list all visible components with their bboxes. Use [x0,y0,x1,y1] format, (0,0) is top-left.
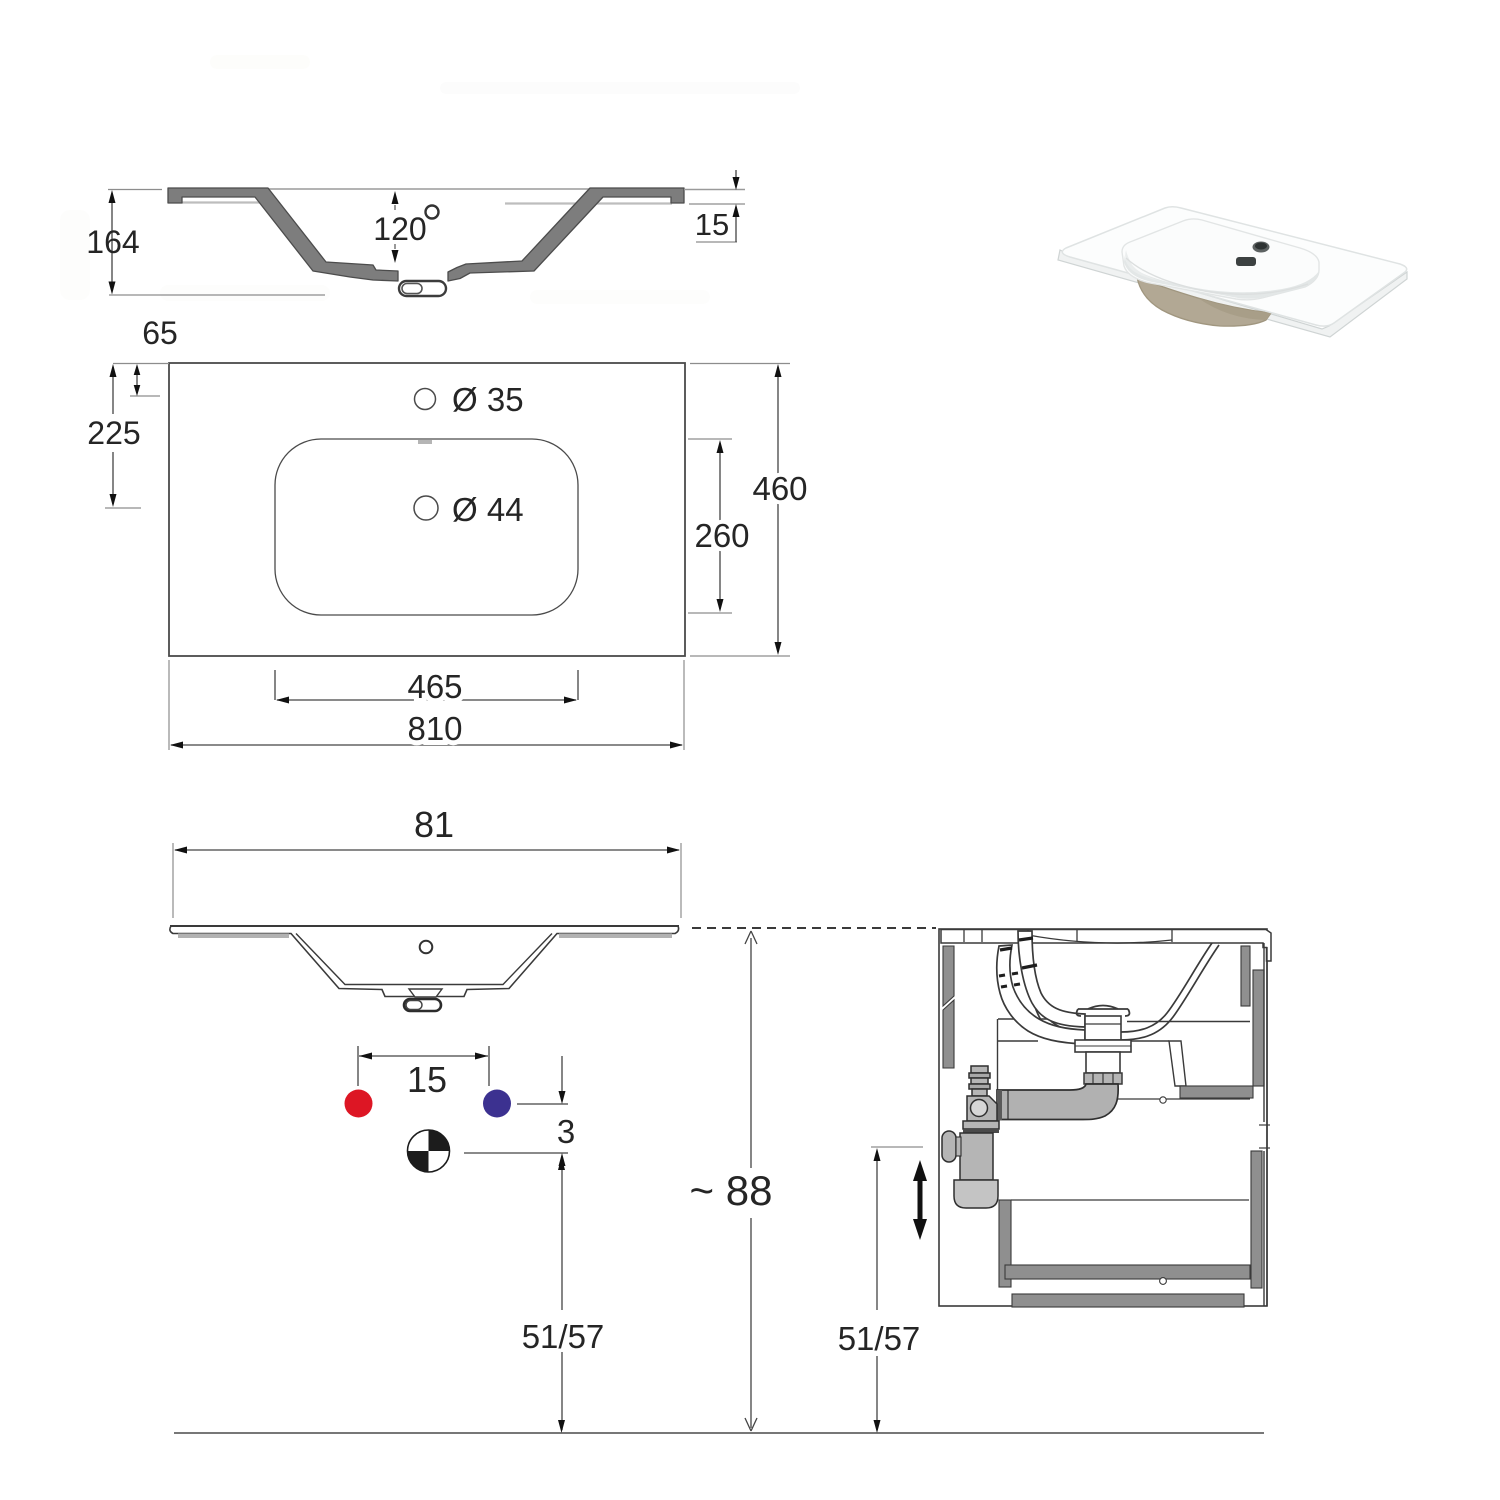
svg-text:15: 15 [695,207,729,242]
svg-text:3: 3 [557,1113,575,1150]
svg-text:460: 460 [752,470,807,507]
svg-text:51/57: 51/57 [522,1318,605,1355]
svg-text:81: 81 [414,804,454,845]
svg-text:65: 65 [142,315,178,351]
svg-text:Ø 44: Ø 44 [452,491,524,528]
svg-text:~ 88: ~ 88 [690,1167,773,1214]
svg-text:810: 810 [407,710,462,747]
svg-text:120: 120 [373,211,426,247]
svg-text:15: 15 [407,1059,447,1100]
svg-text:225: 225 [87,415,140,451]
svg-text:465: 465 [407,668,462,705]
svg-text:164: 164 [86,224,139,260]
svg-text:260: 260 [694,517,749,554]
svg-text:Ø 35: Ø 35 [452,381,524,418]
svg-text:51/57: 51/57 [838,1320,921,1357]
